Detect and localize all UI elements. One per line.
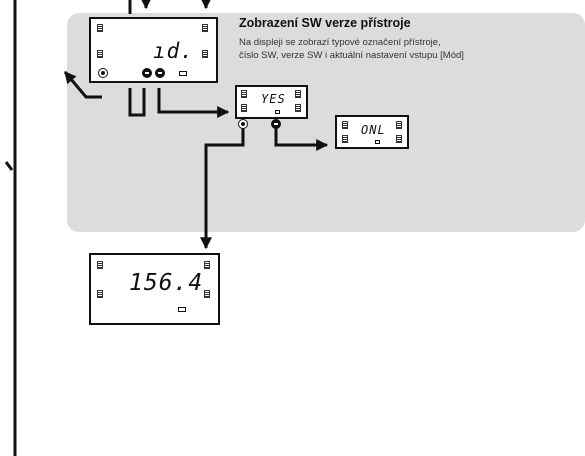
blank-indicator-icon bbox=[178, 307, 186, 312]
blank-indicator-icon bbox=[179, 71, 187, 76]
corner-indicator-icon bbox=[97, 24, 103, 32]
back-arrow bbox=[63, 71, 102, 99]
setup-key-icon[interactable] bbox=[98, 68, 108, 78]
section-title: Zobrazení SW verze přístroje bbox=[239, 16, 411, 30]
section-description: Na displeji se zobrazí typové označení p… bbox=[239, 36, 569, 62]
corner-indicator-icon bbox=[342, 121, 348, 129]
enter-button-icon[interactable] bbox=[142, 68, 152, 78]
corner-indicator-icon bbox=[97, 50, 103, 58]
corner-indicator-icon bbox=[342, 135, 348, 143]
arrow-to-confirm bbox=[157, 88, 230, 118]
version-display: 156.4 bbox=[89, 253, 220, 325]
corner-indicator-icon bbox=[204, 261, 210, 269]
mode-display-value: ONL bbox=[361, 123, 386, 137]
corner-indicator-icon bbox=[295, 104, 301, 112]
corner-indicator-icon bbox=[97, 290, 103, 298]
corner-indicator-icon bbox=[295, 90, 301, 98]
confirm-display: YES bbox=[235, 85, 308, 119]
main-display-value: ıd. bbox=[153, 39, 194, 63]
arrow-to-mode bbox=[274, 128, 329, 151]
arrow-to-version bbox=[200, 128, 245, 250]
version-display-value: 156.4 bbox=[129, 270, 204, 296]
down-button-icon[interactable] bbox=[155, 68, 165, 78]
corner-indicator-icon bbox=[202, 24, 208, 32]
corner-indicator-icon bbox=[396, 135, 402, 143]
mode-display: ONL bbox=[335, 115, 409, 149]
corner-indicator-icon bbox=[202, 50, 208, 58]
description-line-2: číslo SW, verze SW i aktuální nastavení … bbox=[239, 50, 464, 61]
description-line-1: Na displeji se zobrazí typové označení p… bbox=[239, 37, 441, 48]
corner-indicator-icon bbox=[241, 104, 247, 112]
corner-indicator-icon bbox=[241, 90, 247, 98]
blank-indicator-icon bbox=[275, 110, 280, 114]
corner-indicator-icon bbox=[396, 121, 402, 129]
main-display: ıd. bbox=[89, 17, 218, 83]
enter-down-loop bbox=[128, 88, 146, 117]
confirm-display-value: YES bbox=[261, 92, 286, 106]
corner-indicator-icon bbox=[204, 290, 210, 298]
left-tick bbox=[4, 161, 14, 171]
corner-indicator-icon bbox=[97, 261, 103, 269]
blank-indicator-icon bbox=[375, 140, 380, 144]
